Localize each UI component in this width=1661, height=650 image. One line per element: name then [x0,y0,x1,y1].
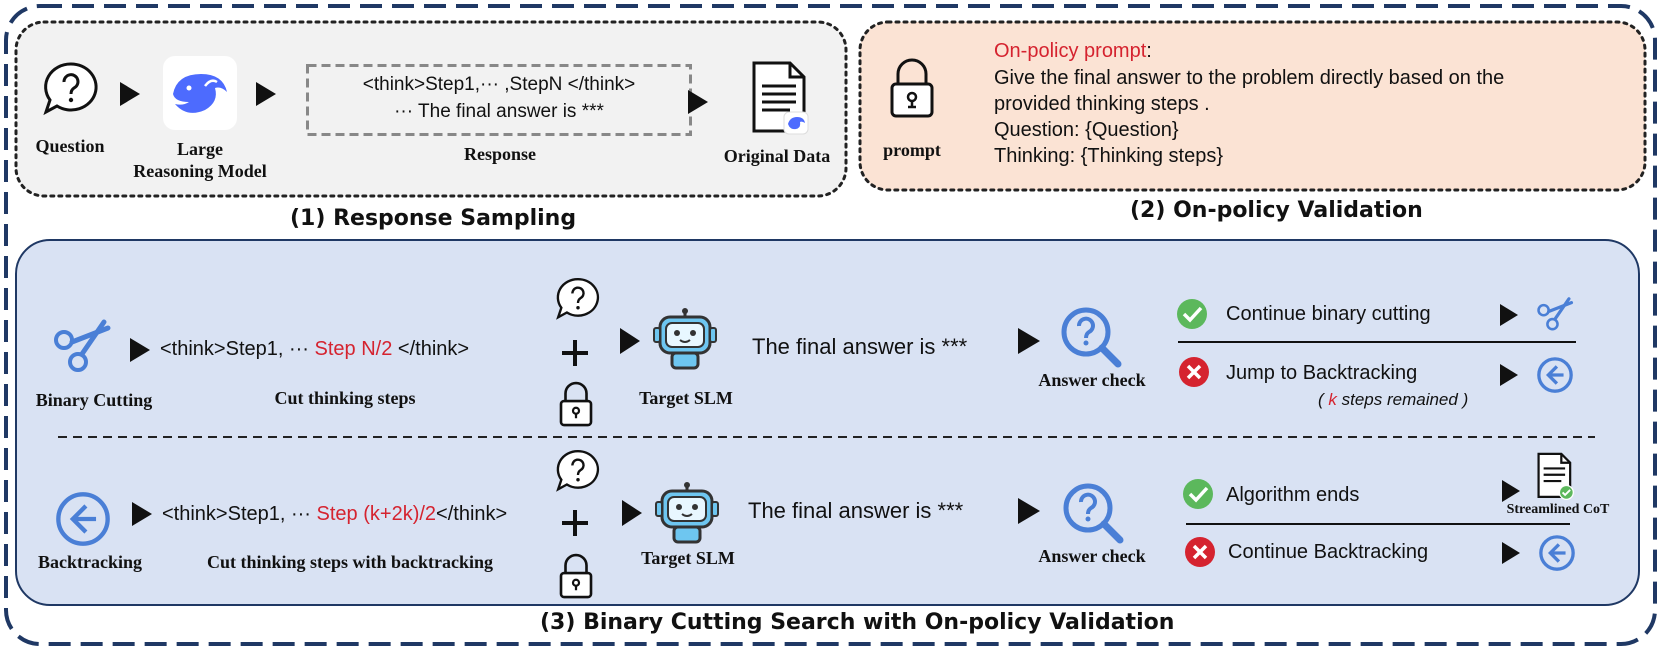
arrow-right-icon [688,90,708,114]
top-think-text: <think>Step1, ··· Step N/2 </think> [160,338,469,361]
arrow-right-icon [120,82,140,106]
arrow-right-icon [1502,542,1520,564]
lock-icon [559,553,593,599]
sampling-title: (1) Response Sampling [290,206,577,231]
prompt-line3: Question: {Question} [994,119,1179,141]
model-label-line1: Large [177,139,223,159]
back-arrow-icon [56,492,110,546]
back-arrow-icon [1537,357,1573,393]
binary-cutting-label: Binary Cutting [35,390,153,410]
cross-circle-icon [1179,357,1209,387]
data-label: Original Data [723,146,831,166]
response-line2: ··· The final answer is *** [394,101,604,122]
scissors-icon [1537,297,1574,331]
top-think-step: Step N/2 [314,338,393,360]
robot-icon [655,482,719,544]
arrow-right-icon [1502,480,1520,502]
arrow-right-icon [132,502,152,526]
magnifier-question-icon [1061,307,1122,368]
question-bubble-icon [43,62,98,116]
whale-logo-icon [163,56,237,130]
remain-note: ( k steps remained ) [1318,390,1468,410]
top-think-prefix: <think>Step1, ··· [160,338,315,360]
arrow-right-icon [130,338,150,362]
response-box [306,64,692,136]
arrow-right-icon [256,82,276,106]
question-bubble-icon [556,277,600,320]
top-think-suffix: </think> [392,338,470,360]
top-slm-label: Target SLM [639,388,733,408]
bottom-think-text: <think>Step1, ··· Step (k+2k)/2</think> [162,503,507,526]
prompt-line4: Thinking: {Thinking steps} [994,145,1224,167]
top-fail-text: Jump to Backtracking [1226,362,1418,384]
bottom-think-prefix: <think>Step1, ··· [162,503,317,525]
search-title: (3) Binary Cutting Search with On-policy… [540,610,1175,635]
arrow-right-icon [1018,498,1040,524]
response-line1: <think>Step1,··· ,StepN </think> [362,74,636,95]
question-bubble-icon [556,449,600,492]
top-check-label: Answer check [1038,370,1146,390]
lock-icon [559,381,593,427]
bottom-slm-label: Target SLM [641,548,735,568]
bottom-check-label: Answer check [1038,546,1146,566]
arrow-right-icon [620,328,640,354]
bottom-ok-text: Algorithm ends [1226,484,1360,506]
remain-k: k [1328,390,1337,409]
top-ok-text: Continue binary cutting [1226,303,1431,325]
check-circle-icon [1183,479,1213,509]
bottom-caption: Cut thinking steps with backtracking [206,552,494,572]
divider-bottom [1186,523,1570,525]
bottom-think-suffix: </think> [436,503,508,525]
cross-circle-icon [1185,537,1215,567]
prompt-line2: provided thinking steps . [994,93,1210,115]
prompt-line1: Give the final answer to the problem dir… [994,67,1505,89]
remain-open: ( [1318,390,1329,409]
plus-icon [562,510,588,536]
remain-rest: steps remained ) [1336,390,1469,409]
scissors-icon [54,319,111,372]
lock-icon [890,58,934,118]
question-label: Question [35,136,105,156]
response-label: Response [463,144,536,164]
magnifier-question-icon [1063,483,1124,544]
back-arrow-icon [1539,535,1575,571]
arrow-right-icon [622,500,642,526]
arrow-right-icon [1018,328,1040,354]
model-label-line2: Reasoning Model [133,161,267,181]
robot-icon [653,308,717,370]
prompt-heading: On-policy prompt: [994,40,1152,63]
bottom-fail-text: Continue Backtracking [1228,541,1429,563]
prompt-heading-colon: : [1146,40,1152,62]
streamlined-cot-label: Streamlined CoT [1506,502,1610,517]
validation-title: (2) On-policy Validation [1130,198,1423,223]
top-caption: Cut thinking steps [274,388,416,408]
arrow-right-icon [1500,304,1518,326]
check-circle-icon [1177,299,1207,329]
document-icon [752,61,809,135]
bottom-answer-text: The final answer is *** [748,498,964,523]
backtracking-label: Backtracking [37,552,142,572]
document-icon [1537,452,1574,500]
divider-top [1178,341,1576,343]
prompt-label: prompt [883,140,941,160]
prompt-heading-text: On-policy prompt [994,40,1147,62]
plus-icon [562,340,588,366]
model-label: Large Reasoning Model [120,138,280,182]
arrow-right-icon [1500,364,1518,386]
bottom-think-step: Step (k+2k)/2 [316,503,437,525]
top-answer-text: The final answer is *** [752,334,968,359]
